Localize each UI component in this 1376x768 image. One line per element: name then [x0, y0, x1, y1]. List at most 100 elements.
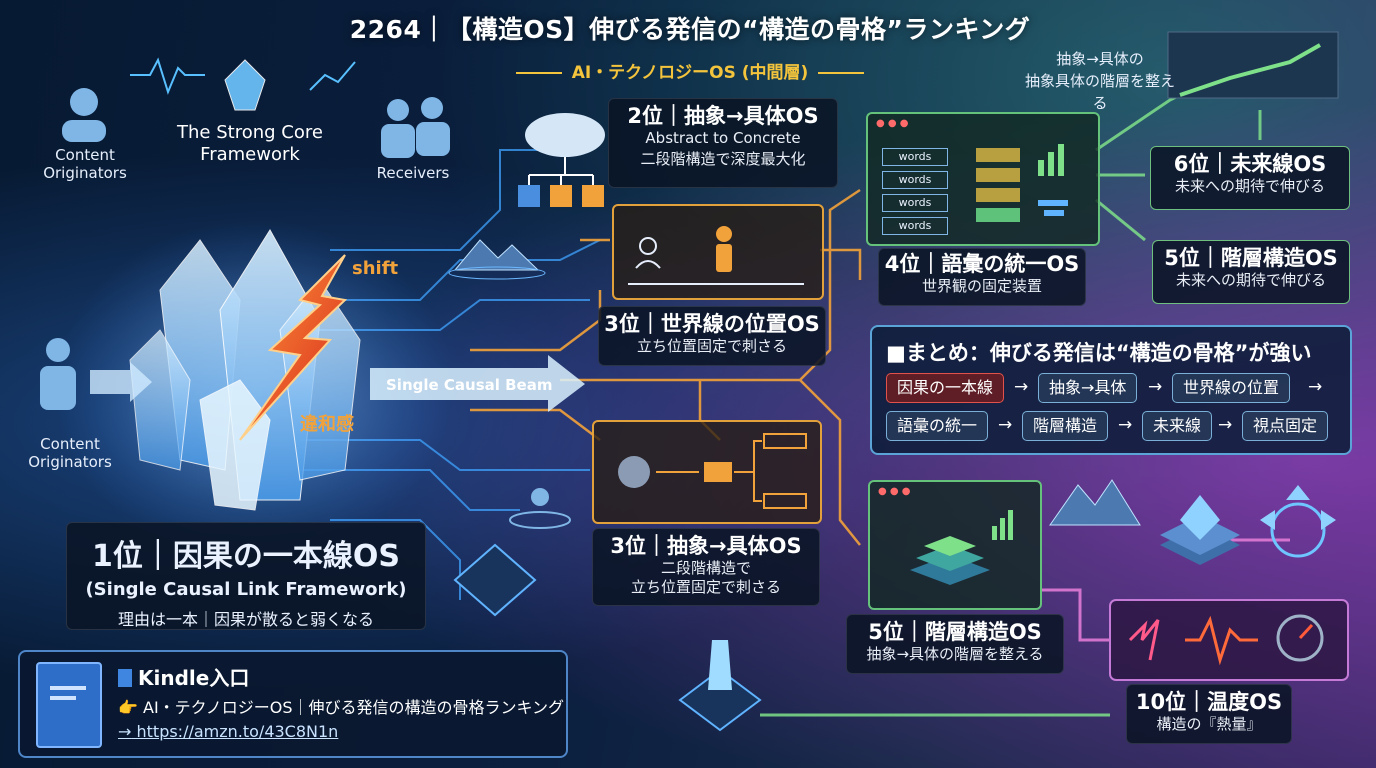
words-panel: ● ● ● words words words words: [866, 112, 1100, 246]
summary-item-hierarchy: 階層構造: [1022, 411, 1109, 441]
receivers-label: Receivers: [376, 164, 450, 182]
rank5b-card: 5位｜階層構造OS 抽象→具体の階層を整える: [846, 614, 1064, 674]
rank1-english: (Single Causal Link Framework): [85, 579, 407, 600]
rank3a-desc: 立ち位置固定で刺さる: [636, 337, 787, 355]
temperature-panel: [1109, 599, 1349, 681]
link-arrow-icon: →: [118, 722, 132, 741]
summary-arrow: →: [998, 415, 1013, 435]
subtitle-text: AI・テクノロジーOS (中間層): [571, 63, 809, 83]
rank5b-title: 5位｜階層構造OS: [868, 620, 1042, 644]
mountain-icon-right: [1049, 479, 1141, 526]
summary-title: ■まとめ：伸びる発信は“構造の骨格”が強い: [886, 341, 1312, 365]
window-dots-icon: ● ● ●: [876, 118, 909, 129]
summary-card: ■まとめ：伸びる発信は“構造の骨格”が強い 因果の一本線 → 抽象→具体 → 世…: [870, 325, 1352, 455]
kindle-title: Kindle入口: [138, 666, 250, 690]
kindle-link[interactable]: https://amzn.to/43C8N1n: [136, 722, 339, 741]
content-originators-top-label: Content Originators: [43, 146, 127, 182]
rank1-title: 1位｜因果の一本線OS: [92, 539, 400, 574]
book-line-icon: [50, 696, 76, 700]
summary-item-vocab: 語彙の統一: [886, 411, 989, 441]
kindle-link-row[interactable]: → https://amzn.to/43C8N1n: [118, 722, 338, 741]
words-item: words: [882, 171, 948, 189]
causal-beam-label: Single Causal Beam: [386, 376, 553, 394]
rank2-card: 2位｜抽象→具体OS Abstract to Concrete 二段階構造で深度…: [608, 98, 838, 188]
stack-icon-right: [1160, 495, 1240, 565]
rank3a-title: 3位｜世界線の位置OS: [604, 312, 820, 336]
rank4-card: 4位｜語彙の統一OS 世界観の固定装置: [878, 248, 1086, 306]
kindle-title-row: Kindle入口: [118, 662, 249, 691]
summary-arrow: →: [1218, 415, 1233, 435]
pointing-hand-icon: 👉: [118, 698, 138, 717]
topright-line2: 抽象具体の階層を整える: [1024, 72, 1175, 112]
rank4-title: 4位｜語彙の統一OS: [884, 252, 1080, 276]
summary-item-worldline: 世界線の位置: [1172, 373, 1291, 403]
subtitle-rule-right: [818, 72, 865, 74]
kindle-card: Kindle入口 👉 AI・テクノロジーOS｜伸びる発信の構造の骨格ランキング …: [18, 650, 568, 758]
rank10-card: 10位｜温度OS 構造の『熱量』: [1126, 684, 1292, 744]
core-framework-label: The Strong Core Framework: [177, 122, 323, 165]
circuit-lines-orange: [470, 188, 862, 546]
rank3b-desc2: 立ち位置固定で刺さる: [630, 578, 781, 596]
words-item: words: [882, 217, 948, 235]
crystal-cluster-icon: [55, 220, 455, 560]
kindle-desc-row: 👉 AI・テクノロジーOS｜伸びる発信の構造の骨格ランキング: [118, 694, 564, 718]
rank5b-desc: 抽象→具体の階層を整える: [866, 645, 1044, 663]
page-title: 2264｜【構造OS】伸びる発信の“構造の骨格”ランキング: [349, 15, 1031, 44]
heartbeat-icon: [130, 57, 205, 95]
window-dots-icon: ● ● ●: [878, 486, 911, 497]
rank2-desc: 二段階構造で深度最大化: [640, 150, 806, 168]
book-icon: [36, 662, 102, 748]
rank6-desc: 未来への期待で伸びる: [1174, 177, 1325, 195]
rank10-title: 10位｜温度OS: [1135, 690, 1283, 714]
trend-chart-icon: [309, 61, 356, 91]
subtitle-rule-left: [515, 72, 562, 74]
rank5a-card: 5位｜階層構造OS 未来への期待で伸びる: [1152, 240, 1350, 304]
words-mapping-icon: [976, 144, 1068, 222]
world-line-panel: [612, 204, 824, 300]
person-icon-top-left: [62, 88, 106, 142]
rank5a-title: 5位｜階層構造OS: [1164, 246, 1338, 270]
rank6-card: 6位｜未来線OS 未来への期待で伸びる: [1150, 146, 1350, 210]
rank1-desc: 理由は一本｜因果が散ると弱くなる: [117, 610, 374, 629]
summary-arrow: →: [1308, 377, 1323, 397]
rank3b-card: 3位｜抽象→具体OS 二段階構造で 立ち位置固定で刺さる: [592, 528, 820, 606]
summary-item-futureline: 未来線: [1142, 411, 1213, 441]
summary-item-causal: 因果の一本線: [886, 373, 1005, 403]
words-item: words: [882, 194, 948, 212]
user-cycle-icon: [509, 488, 571, 529]
rank10-desc: 構造の『熱量』: [1156, 715, 1262, 733]
abstract-flow-icon: [618, 433, 807, 509]
abstract-flow-panel: [592, 420, 822, 524]
topright-label: 抽象→具体の 抽象具体の階層を整える: [1020, 48, 1180, 114]
words-list: words words words words: [882, 148, 948, 235]
receivers-icon: [381, 97, 450, 158]
kindle-desc: AI・テクノロジーOS｜伸びる発信の構造の骨格ランキング: [143, 698, 564, 717]
lightning-bolt-icon: [239, 254, 348, 441]
left-input-arrow: [90, 362, 152, 402]
circuit-lines-pink: [1040, 538, 1290, 642]
target-arrows-icon: [1260, 485, 1336, 558]
summary-arrow: →: [1014, 377, 1029, 397]
summary-item-viewpoint: 視点固定: [1242, 411, 1329, 441]
page-subtitle: AI・テクノロジーOS (中間層): [480, 58, 900, 83]
rank2-english: Abstract to Concrete: [645, 129, 801, 147]
book-line-icon: [50, 686, 86, 690]
horizon-panel: [1167, 31, 1339, 99]
rank2-title: 2位｜抽象→具体OS: [627, 104, 819, 128]
causal-beam-arrow: [370, 355, 585, 412]
chip-icon: [453, 543, 762, 732]
hierarchy-panel: ● ● ●: [868, 480, 1042, 610]
cloud-hierarchy-icon: [518, 113, 605, 207]
layer-stack-icon: [910, 510, 1013, 585]
summary-arrow: →: [1118, 415, 1133, 435]
world-line-diagram-icon: [628, 226, 804, 285]
rank6-title: 6位｜未来線OS: [1173, 152, 1327, 176]
rank5a-desc: 未来への期待で伸びる: [1175, 271, 1326, 289]
content-originators-bottom-label: Content Originators: [28, 435, 112, 471]
mountain-icon: [448, 239, 546, 280]
rank3b-title: 3位｜抽象→具体OS: [610, 534, 802, 558]
shift-label: shift: [352, 258, 399, 279]
summary-item-abstract: 抽象→具体: [1038, 373, 1138, 403]
rank4-desc: 世界観の固定装置: [921, 277, 1042, 295]
